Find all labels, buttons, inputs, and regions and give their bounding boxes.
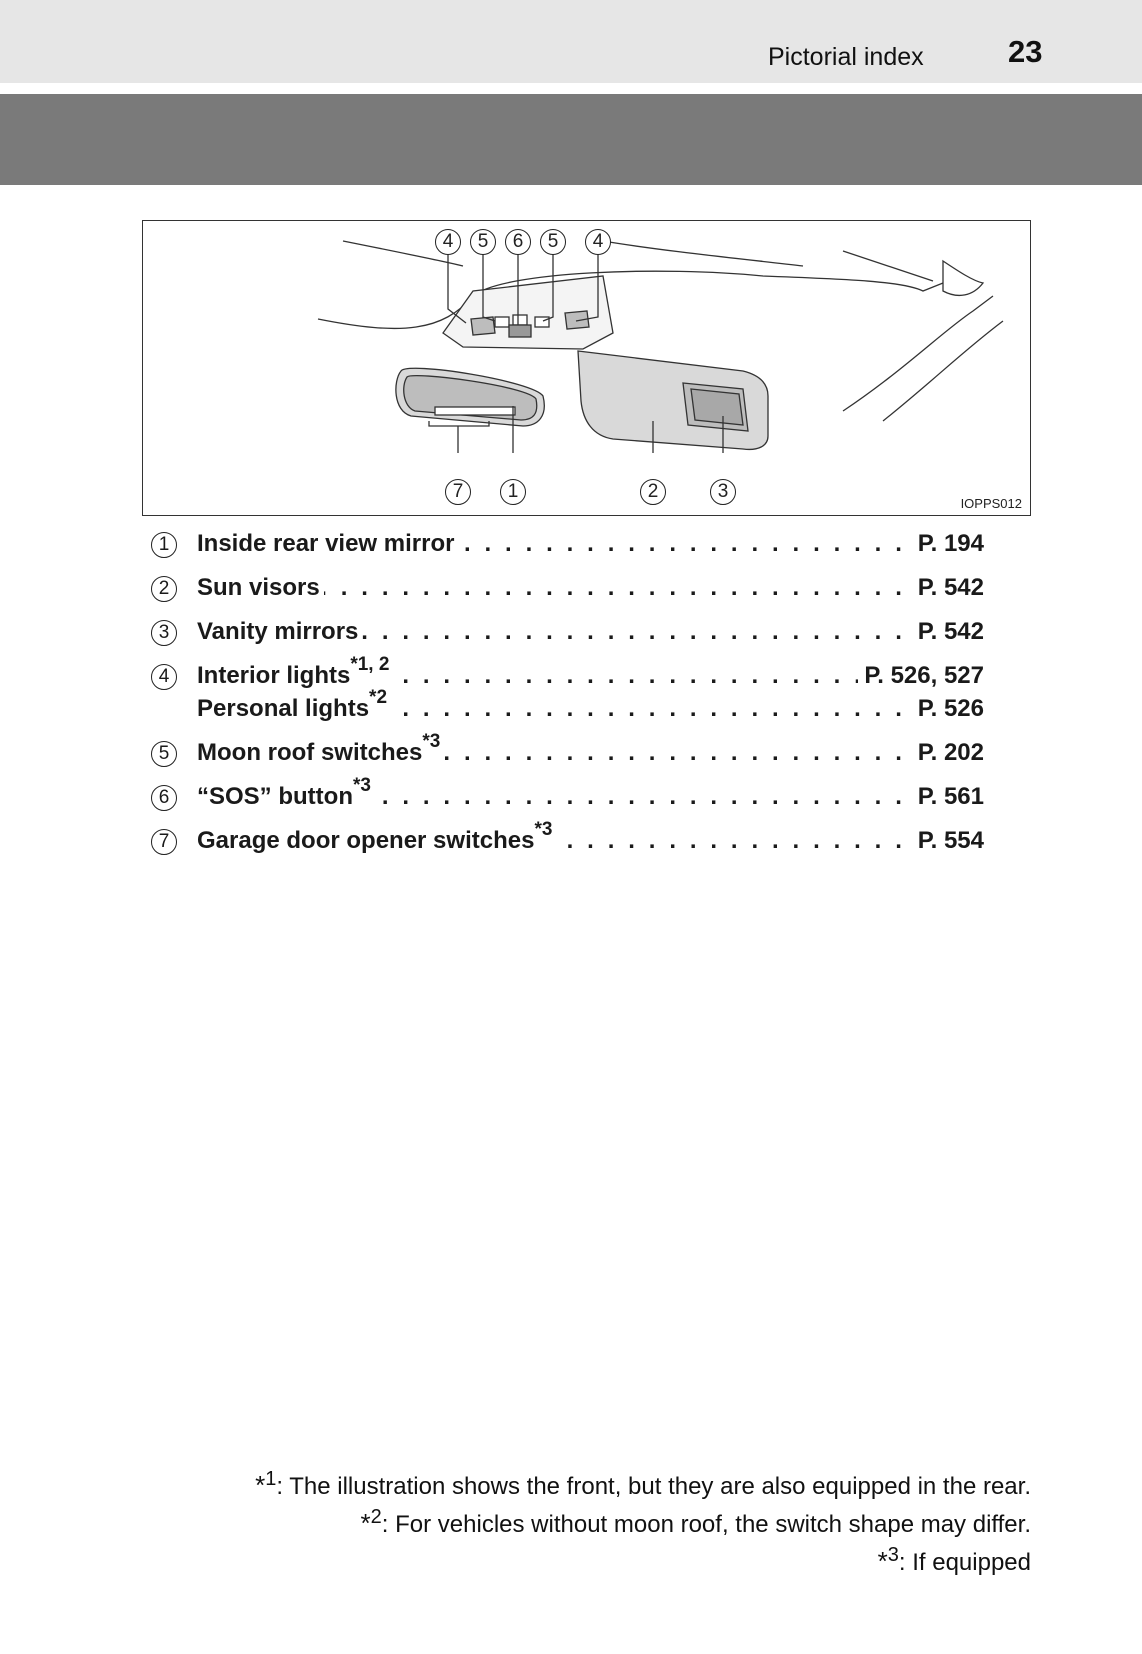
footnote-marker: *3 [422, 731, 441, 752]
entry-number: 1 [151, 532, 177, 558]
index-entry: 3 . . . . . . . . . . . . . . . . . . . … [150, 612, 990, 656]
index-entry: 6 . . . . . . . . . . . . . . . . . . . … [150, 776, 990, 821]
callout-4-right: 4 [585, 229, 611, 255]
entry-number: 2 [151, 576, 177, 602]
header-bar [0, 0, 1142, 83]
entry-label: “SOS” button*3 [197, 776, 375, 811]
footnote-marker: *2 [369, 687, 388, 708]
figure-code: IOPPS012 [960, 496, 1022, 511]
illustration-drawing [317, 240, 1004, 453]
entry-number: 6 [151, 785, 177, 811]
entry-label: Sun visors [197, 574, 324, 602]
entry-number: 7 [151, 829, 177, 855]
entry-label: Vanity mirrors [197, 618, 363, 646]
callout-3: 3 [710, 479, 736, 505]
footnote: *2: For vehicles without moon roof, the … [255, 1506, 1031, 1546]
overhead-console-illustration: 4 5 6 5 4 7 1 2 3 IOPPS012 [142, 220, 1031, 516]
footnote: *1: The illustration shows the front, bu… [255, 1468, 1031, 1508]
footnote-star: * [877, 1546, 888, 1576]
section-band [0, 94, 1142, 185]
page-reference-link[interactable]: P. 554 [911, 827, 984, 855]
footnotes: *1: The illustration shows the front, bu… [255, 1468, 1031, 1584]
footnote-marker: *1, 2 [350, 654, 390, 675]
index-entry: . . . . . . . . . . . . . . . . . . . . … [150, 688, 990, 733]
entry-label: Personal lights*2 [197, 688, 392, 723]
callout-7: 7 [445, 479, 471, 505]
page-reference-link[interactable]: P. 194 [911, 530, 984, 558]
callout-5-left: 5 [470, 229, 496, 255]
page-reference-link[interactable]: P. 561 [911, 783, 984, 811]
entry-number: 3 [151, 620, 177, 646]
index-entry: 5 . . . . . . . . . . . . . . . . . . . … [150, 732, 990, 777]
callout-5-right: 5 [540, 229, 566, 255]
footnote-marker: *3 [534, 819, 553, 840]
page-reference-link[interactable]: P. 542 [911, 618, 984, 646]
entry-label: Inside rear view mirror [197, 530, 459, 558]
page-reference-link[interactable]: P. 202 [911, 739, 984, 767]
index-entry: 4 . . . . . . . . . . . . . . . . . . . … [150, 655, 990, 700]
entry-label: Garage door opener switches*3 [197, 820, 557, 855]
footnote-text: : The illustration shows the front, but … [276, 1473, 1031, 1500]
page-reference-link[interactable]: P. 526, 527 [858, 662, 984, 690]
page-reference-link[interactable]: P. 526 [911, 695, 984, 723]
callout-1: 1 [500, 479, 526, 505]
index-entry: 7 . . . . . . . . . . . . . . . . . . . … [150, 820, 990, 865]
callout-6: 6 [505, 229, 531, 255]
index-entry: 1 . . . . . . . . . . . . . . . . . . . … [150, 524, 990, 568]
entry-label: Moon roof switches*3 [197, 732, 445, 767]
page-reference-link[interactable]: P. 542 [911, 574, 984, 602]
index-list: 1 . . . . . . . . . . . . . . . . . . . … [150, 524, 990, 865]
footnote: *3: If equipped [255, 1544, 1031, 1584]
entry-label: Interior lights*1, 2 [197, 655, 394, 690]
footnote-marker: *3 [352, 775, 371, 796]
callout-4-left: 4 [435, 229, 461, 255]
entry-number: 5 [151, 741, 177, 767]
footnote-number: 1 [265, 1468, 277, 1490]
footnote-text: : If equipped [898, 1549, 1031, 1576]
footnote-number: 2 [370, 1506, 382, 1528]
footnote-star: * [255, 1470, 266, 1500]
footnote-text: : For vehicles without moon roof, the sw… [381, 1511, 1031, 1538]
section-title: Pictorial index [768, 43, 924, 71]
callout-2: 2 [640, 479, 666, 505]
page-number: 23 [1008, 34, 1043, 69]
footnote-number: 3 [887, 1544, 899, 1566]
entry-number: 4 [151, 664, 177, 690]
index-entry: 2 . . . . . . . . . . . . . . . . . . . … [150, 568, 990, 612]
footnote-star: * [360, 1508, 371, 1538]
